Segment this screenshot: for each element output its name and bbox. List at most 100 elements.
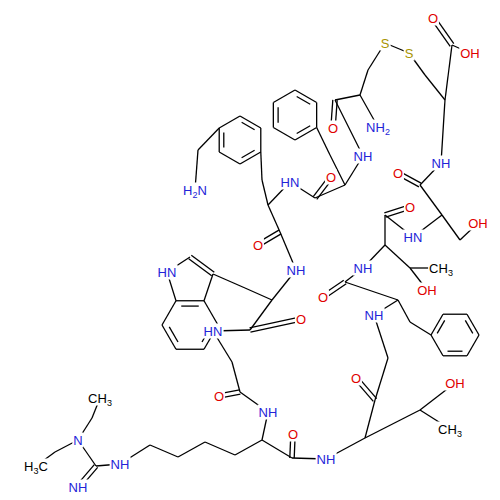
bond-line [445,45,452,100]
bond-line [219,116,240,128]
bond-line [441,100,445,163]
bond-line [250,317,301,328]
bond-line [176,300,204,301]
bond-line [178,442,205,457]
bond-line [375,358,388,400]
atom-label: O [287,427,299,442]
bond-line [213,274,245,288]
atom-label: N [72,433,83,448]
bond-line [277,107,278,123]
atom-label: NH2 [365,120,391,135]
bond-line [150,445,178,457]
atom-label: CH3 [437,422,463,437]
atom-label: CH3 [87,391,113,406]
atom-label: NH [286,263,307,278]
atom-label: O [252,238,264,253]
bond-line [437,320,444,333]
atom-label: NH [431,156,452,171]
bond-line [467,314,479,335]
atom-label: OH [459,46,481,61]
atom-label: O [213,389,225,404]
bond-line [204,301,218,325]
bond-line [273,103,274,128]
atom-label: NH [316,452,337,467]
bond-line [181,305,198,306]
bond-line [448,351,463,352]
atom-label: NH [353,149,374,164]
bond-line [360,70,368,95]
atom-label: O [295,312,307,327]
bond-line [297,96,311,104]
atom-label: OH [467,216,489,231]
atom-label: O [404,200,416,215]
atom-label: NH [110,457,131,472]
bond-line [297,126,311,134]
bond-line [262,180,268,205]
bond-line [273,128,295,141]
bond-line [443,355,467,356]
bond-line [232,362,240,392]
bond-line [420,185,442,215]
bond-line [261,152,262,180]
atom-label: O [317,290,329,305]
bond-line [205,442,235,455]
bond-line [295,128,317,141]
bond-line [189,259,212,276]
atom-label: HN [157,265,178,280]
atom-label: O [325,170,337,185]
bond-line [431,314,443,335]
atom-label: O [392,166,404,181]
atom-label: H3C [23,459,49,474]
bond-line [198,128,219,150]
bond-line [365,410,420,438]
bond-line [268,205,280,232]
bond-line [204,274,213,301]
bond-line [335,95,360,100]
atom-label: NH [258,405,279,420]
bond-line [169,327,178,342]
bond-line [245,288,272,300]
atom-label: S [380,36,391,51]
atom-label: HN [403,230,424,245]
atom-label: H2N [182,183,208,198]
bond-line [385,245,410,268]
atom-label: O [427,11,439,26]
atom-label: OH [444,376,466,391]
bond-line [410,322,431,335]
bond-line [425,75,445,100]
atom-label: OH [416,283,438,298]
bond-line [465,320,472,333]
atom-label: NH [364,308,385,323]
atom-label: O [327,121,339,136]
atom-label: HN [203,324,224,339]
bond-line [176,349,204,350]
bond-line [443,314,467,315]
bond-line [242,122,255,129]
bond-line [262,440,292,458]
atom-label: CH3 [428,261,454,276]
atom-label: NH [68,480,89,495]
bond-line [219,128,220,152]
bond-line [260,128,261,152]
bond-line [240,152,261,164]
bond-line [398,300,410,322]
bond-line [365,400,375,438]
atom-label: O [350,371,362,386]
bond-line [240,116,261,128]
bond-line [467,335,479,356]
bond-line [431,335,443,356]
bond-line [384,215,385,245]
bond-line [223,133,224,148]
bond-line [273,90,295,103]
bond-line [316,103,317,128]
bond-line [219,152,240,164]
bond-line [162,325,176,349]
bond-line [442,215,460,240]
bond-line [242,150,255,157]
bond-line [235,440,262,455]
bond-line [295,90,317,103]
bond-line [162,301,176,325]
atom-label: S [404,46,415,61]
